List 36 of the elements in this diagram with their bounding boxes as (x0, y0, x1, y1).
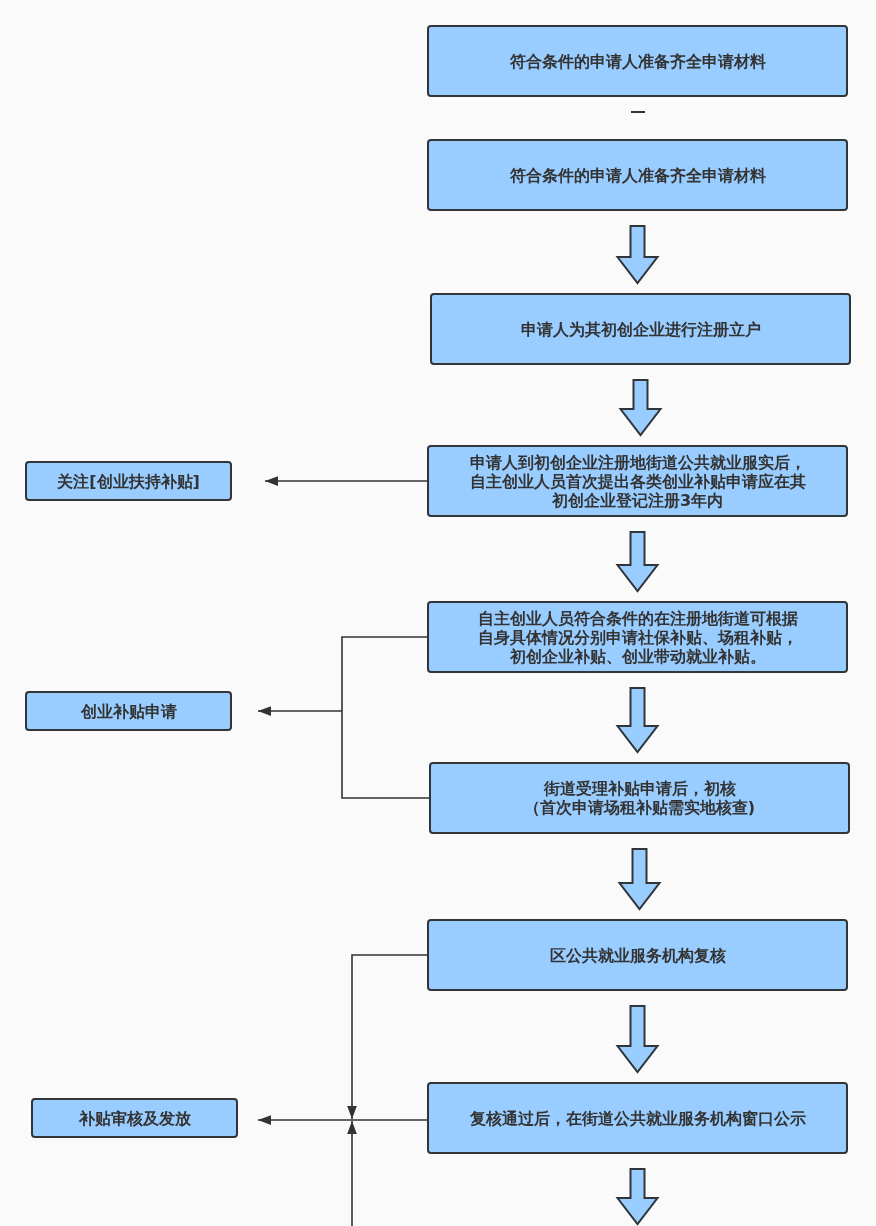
arrow (257, 1115, 353, 1125)
step-text: 街道受理补贴申请后，初核 (543, 779, 736, 798)
process-box (430, 293, 851, 365)
block-arrow (618, 379, 663, 437)
process-box (25, 461, 232, 501)
step-text: 符合条件的申请人准备齐全申请材料 (509, 51, 766, 71)
step-text: 补贴审核及发放 (78, 1108, 191, 1128)
process-box (427, 139, 848, 211)
block-arrow (615, 687, 660, 754)
step-text: （首次申请场租补贴需实地核查) (523, 798, 756, 817)
step-text: 申请人到初创企业注册地街道公共就业服实后，自主创业人员首次提出各类创业补贴申请应在其初创企业登记注册3年内 (468, 452, 807, 510)
connector-line (351, 1119, 428, 1121)
process-box (25, 691, 232, 731)
block-arrow (615, 1005, 660, 1074)
step-text: 复核通过后，在街道公共就业服务机构窗口公示 (469, 1108, 806, 1128)
arrow (264, 476, 428, 486)
step-text: 符合条件的申请人准备齐全申请材料 (509, 165, 766, 185)
block-arrow (615, 531, 660, 593)
arrow (347, 954, 428, 1120)
process-box (429, 762, 850, 834)
step-text: 申请人为其初创企业进行注册立户 (520, 319, 761, 339)
process-box (427, 445, 848, 517)
step-text: 关注[创业扶持补贴] (57, 471, 200, 491)
block-arrow (615, 225, 660, 285)
step-text: 区公共就业服务机构复核 (549, 945, 726, 965)
step-text: 自主创业人员符合条件的在注册地街道可根据自身具体情况分别申请社保补贴、场租补贴，初创企业补贴、创业带动就业补贴。 (476, 608, 799, 666)
block-arrow (617, 848, 662, 911)
step-text: 创业补贴申请 (80, 701, 177, 721)
process-box (427, 601, 848, 673)
block-arrow (615, 1168, 660, 1226)
process-box (427, 919, 848, 991)
process-box (427, 1082, 848, 1154)
connector-line (341, 710, 430, 799)
process-box (31, 1098, 238, 1138)
arrow (347, 1120, 357, 1226)
process-box (427, 25, 848, 97)
